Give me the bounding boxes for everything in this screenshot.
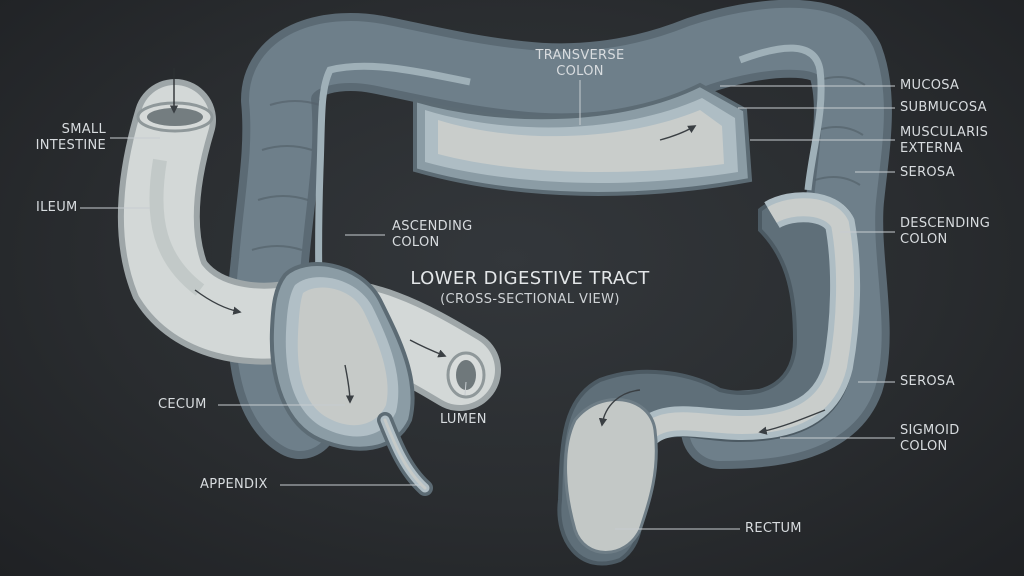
diagram-subtitle: (CROSS-SECTIONAL VIEW) xyxy=(440,292,620,307)
label-sigmoid-colon: SIGMOID COLON xyxy=(900,423,960,454)
label-mucosa: MUCOSA xyxy=(900,78,960,93)
descending-sigmoid-section xyxy=(557,192,861,566)
label-descending-colon: DESCENDING COLON xyxy=(900,216,991,247)
cecum-section xyxy=(269,262,433,496)
leader-lines xyxy=(80,80,895,530)
label-appendix: APPENDIX xyxy=(200,477,268,492)
label-lumen: LUMEN xyxy=(440,412,487,427)
label-muscularis-externa: MUSCULARIS EXTERNA xyxy=(900,125,989,156)
label-ileum: ILEUM xyxy=(36,200,78,215)
label-rectum: RECTUM xyxy=(745,521,802,536)
label-submucosa: SUBMUCOSA xyxy=(900,100,987,115)
transverse-colon-section xyxy=(413,82,753,196)
diagram-title: LOWER DIGESTIVE TRACT xyxy=(410,268,650,289)
label-transverse-colon: TRANSVERSE COLON xyxy=(535,48,625,79)
label-cecum: CECUM xyxy=(158,397,207,412)
label-ascending-colon: ASCENDING COLON xyxy=(392,219,473,250)
label-serosa-top: SEROSA xyxy=(900,165,955,180)
label-small-intestine: SMALL INTESTINE xyxy=(35,122,106,153)
label-serosa-bottom: SEROSA xyxy=(900,374,955,389)
